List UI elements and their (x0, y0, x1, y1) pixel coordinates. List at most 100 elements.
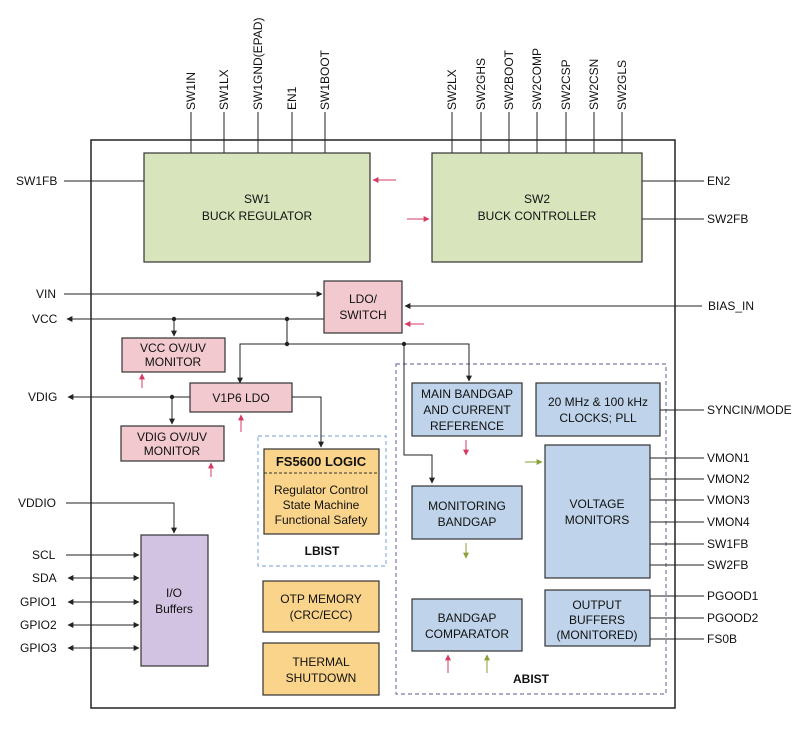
svg-text:SW1GND(EPAD): SW1GND(EPAD) (251, 18, 265, 110)
pin-sw1in: SW1IN (184, 72, 198, 153)
pin-vddio: VDDIO (18, 496, 56, 510)
top-pins: SW1IN SW1LX SW1GND(EPAD) EN1 SW1BOOT SW2… (184, 18, 629, 153)
svg-text:VOLTAGE: VOLTAGE (570, 497, 625, 511)
pin-sw2fb-right: SW2FB (707, 558, 748, 572)
pin-sw2gls: SW2GLS (615, 60, 629, 153)
svg-text:MONITORING: MONITORING (428, 499, 506, 513)
lbist-region (257, 435, 387, 567)
svg-text:MONITOR: MONITOR (144, 444, 201, 458)
pin-sw2fb: SW2FB (707, 212, 748, 226)
svg-text:SW2GHS: SW2GHS (474, 58, 488, 110)
svg-text:EN1: EN1 (285, 86, 299, 110)
pin-vmon1: VMON1 (707, 451, 750, 465)
pin-fs0b: FS0B (707, 632, 737, 646)
svg-text:BANDGAP: BANDGAP (438, 611, 497, 625)
pin-sw1fb-right: SW1FB (707, 537, 748, 551)
svg-text:MONITORS: MONITORS (565, 513, 629, 527)
pin-pgood1: PGOOD1 (707, 589, 759, 603)
svg-text:VDIG OV/UV: VDIG OV/UV (137, 430, 207, 444)
sw2-buck-controller: SW2 BUCK CONTROLLER (431, 152, 643, 263)
abist-label: ABIST (513, 672, 550, 686)
svg-text:SW1: SW1 (244, 192, 270, 206)
svg-text:SW2CSN: SW2CSN (587, 59, 601, 110)
svg-text:OUTPUT: OUTPUT (572, 598, 622, 612)
svg-text:AND CURRENT: AND CURRENT (423, 403, 511, 417)
svg-text:BANDGAP: BANDGAP (438, 515, 497, 529)
svg-text:VCC OV/UV: VCC OV/UV (140, 341, 206, 355)
vcc-ovuv-monitor: VCC OV/UV MONITOR (121, 337, 226, 373)
pin-vcc: VCC (32, 312, 58, 326)
svg-text:SW2LX: SW2LX (445, 69, 459, 110)
otp-memory: OTP MEMORY (CRC/ECC) (262, 580, 380, 633)
lbist-label: LBIST (305, 544, 340, 558)
pin-pgood2: PGOOD2 (707, 611, 759, 625)
svg-text:SW1LX: SW1LX (217, 69, 231, 110)
clocks-pll: 20 MHz & 100 kHz CLOCKS; PLL (535, 382, 661, 437)
vdig-ovuv-monitor: VDIG OV/UV MONITOR (120, 425, 225, 462)
pin-sw2csn: SW2CSN (587, 59, 601, 153)
svg-text:SW2GLS: SW2GLS (615, 60, 629, 110)
pin-sw2lx: SW2LX (445, 69, 459, 153)
thermal-shutdown: THERMAL SHUTDOWN (262, 642, 380, 696)
pin-bias-in: BIAS_IN (708, 299, 754, 313)
chip-outline (90, 139, 676, 709)
fs5600-logic: FS5600 LOGIC Regulator Control State Mac… (263, 448, 380, 535)
svg-text:SW2: SW2 (524, 192, 550, 206)
pin-gpio1: GPIO1 (20, 595, 57, 609)
output-buffers: OUTPUT BUFFERS (MONITORED) (544, 589, 651, 647)
svg-text:THERMAL: THERMAL (292, 655, 350, 669)
pin-vdig: VDIG (28, 390, 57, 404)
pin-sw1boot: SW1BOOT (318, 49, 332, 153)
pin-sw2ghs: SW2GHS (474, 58, 488, 153)
svg-text:SW2BOOT: SW2BOOT (502, 49, 516, 110)
svg-text:BUFFERS: BUFFERS (569, 613, 625, 627)
pin-gpio3: GPIO3 (20, 641, 57, 655)
pin-sw2csp: SW2CSP (559, 59, 573, 153)
svg-text:I/O: I/O (166, 586, 182, 600)
pin-vmon3: VMON3 (707, 493, 750, 507)
pin-syncin-mode: SYNCIN/MODE (707, 403, 792, 417)
svg-text:REFERENCE: REFERENCE (430, 419, 504, 433)
svg-text:MONITOR: MONITOR (145, 355, 202, 369)
svg-text:BUCK REGULATOR: BUCK REGULATOR (202, 209, 313, 223)
pin-vin: VIN (36, 287, 56, 301)
svg-text:SHUTDOWN: SHUTDOWN (286, 671, 357, 685)
pin-en2: EN2 (707, 174, 731, 188)
svg-text:MAIN BANDGAP: MAIN BANDGAP (421, 387, 513, 401)
svg-text:SW1BOOT: SW1BOOT (318, 49, 332, 110)
pin-sw2comp: SW2COMP (530, 48, 544, 153)
svg-text:CLOCKS; PLL: CLOCKS; PLL (559, 411, 637, 425)
v1p6-ldo: V1P6 LDO (189, 382, 293, 413)
pin-scl: SCL (32, 548, 56, 562)
monitoring-bandgap: MONITORING BANDGAP (411, 485, 523, 540)
pin-vmon4: VMON4 (707, 515, 750, 529)
pin-sw1fb-left: SW1FB (16, 174, 57, 188)
svg-text:V1P6 LDO: V1P6 LDO (212, 391, 269, 405)
svg-text:SWITCH: SWITCH (339, 308, 386, 322)
svg-text:OTP MEMORY: OTP MEMORY (280, 592, 362, 606)
svg-text:Functional Safety: Functional Safety (275, 513, 368, 527)
pin-sw2boot: SW2BOOT (502, 49, 516, 153)
svg-text:State Machine: State Machine (283, 498, 360, 512)
main-bandgap: MAIN BANDGAP AND CURRENT REFERENCE (411, 382, 523, 437)
svg-text:SW2COMP: SW2COMP (530, 48, 544, 110)
pin-sw1lx: SW1LX (217, 69, 231, 153)
svg-text:SW2CSP: SW2CSP (559, 59, 573, 110)
ldo-switch: LDO/ SWITCH (323, 280, 403, 334)
svg-text:LDO/: LDO/ (349, 292, 378, 306)
pin-sda: SDA (32, 571, 57, 585)
svg-text:(MONITORED): (MONITORED) (556, 628, 637, 642)
pin-sw1gnd: SW1GND(EPAD) (251, 18, 265, 153)
voltage-monitors: VOLTAGE MONITORS (544, 444, 651, 579)
svg-text:COMPARATOR: COMPARATOR (425, 627, 509, 641)
svg-text:(CRC/ECC): (CRC/ECC) (290, 608, 353, 622)
svg-text:BUCK CONTROLLER: BUCK CONTROLLER (478, 209, 597, 223)
pin-gpio2: GPIO2 (20, 618, 57, 632)
pin-en1: EN1 (285, 86, 299, 153)
bandgap-comparator: BANDGAP COMPARATOR (411, 598, 523, 652)
sw1-buck-regulator: SW1 BUCK REGULATOR (143, 152, 371, 263)
svg-text:Buffers: Buffers (155, 602, 193, 616)
svg-text:Regulator Control: Regulator Control (274, 483, 368, 497)
svg-text:20 MHz & 100 kHz: 20 MHz & 100 kHz (548, 395, 648, 409)
